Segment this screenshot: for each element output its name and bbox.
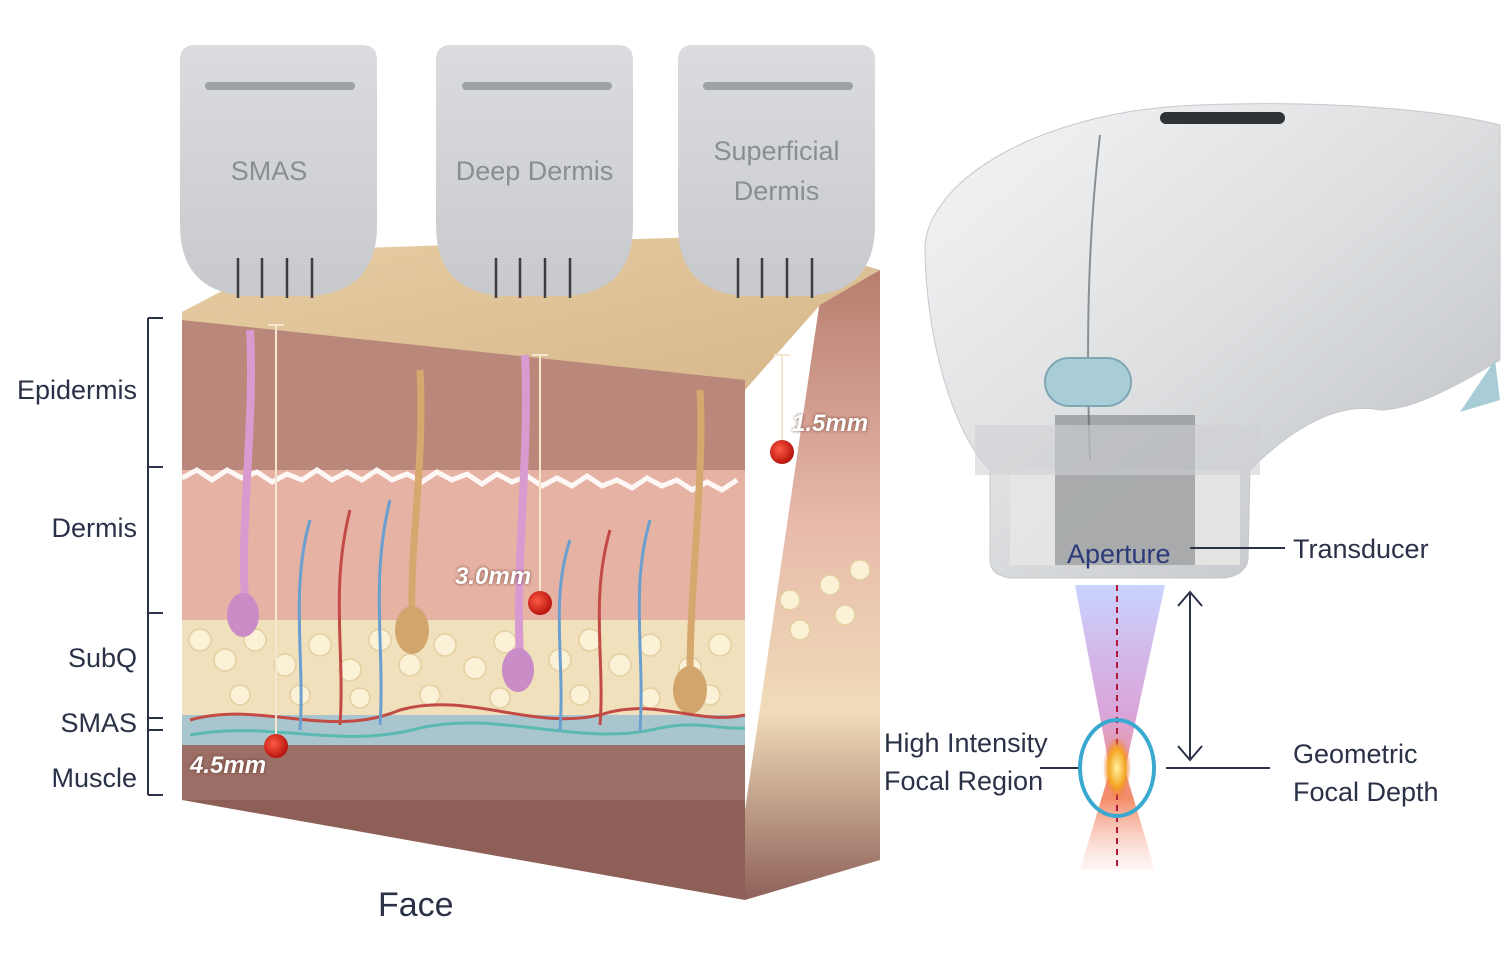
focal-region-ring: [1078, 718, 1156, 818]
probe-superficial-dermis: [678, 45, 875, 298]
probe-label-superficial-line1: Superficial: [713, 136, 840, 166]
layer-label-epidermis: Epidermis: [16, 375, 137, 405]
label-hifr-line1: High Intensity: [884, 728, 1048, 758]
skin-side-face: [745, 270, 880, 900]
layer-label-muscle: Muscle: [51, 763, 137, 793]
red-dot-icon: [528, 591, 552, 615]
red-dot-icon: [770, 440, 794, 464]
caption-face: Face: [378, 886, 454, 924]
device-button: [1044, 357, 1132, 407]
probe-label-deep-dermis: Deep Dermis: [455, 156, 614, 186]
layer-label-smas: SMAS: [60, 708, 137, 738]
leader-lines: [1040, 547, 1285, 769]
layer-label-dermis: Dermis: [51, 513, 138, 543]
depth-label-4-5mm: 4.5mm: [190, 752, 267, 779]
muscle-bottom: [182, 800, 745, 900]
label-gfd-line2: Focal Depth: [1293, 777, 1439, 807]
blood-vessels: [189, 499, 746, 738]
label-transducer: Transducer: [1293, 534, 1429, 564]
double-arrow-icon: [1177, 590, 1203, 762]
fat-cells: [188, 559, 871, 709]
hair-follicles: [227, 329, 707, 714]
probe-label-smas: SMAS: [230, 156, 308, 186]
red-dot-icon: [264, 734, 288, 758]
layer-label-subq: SubQ: [67, 643, 137, 673]
epidermis-band: [182, 320, 745, 470]
probe-smas: [180, 45, 377, 298]
probe-deep-dermis: [436, 45, 633, 298]
depth-label-3-0mm: 3.0mm: [455, 563, 532, 590]
label-gfd-line1: Geometric: [1293, 739, 1418, 769]
label-aperture: Aperture: [1067, 539, 1171, 569]
probe-label-superficial-line2: Dermis: [733, 176, 820, 206]
depth-markers: [264, 324, 794, 758]
label-hifr-line2: Focal Region: [884, 766, 1044, 796]
depth-label-1-5mm: 1.5mm: [792, 410, 869, 437]
dermal-junction-line: [180, 466, 739, 493]
bracket-icon: [147, 317, 163, 796]
hifu-handpiece: [924, 103, 1501, 579]
ultrasound-beam: [1075, 585, 1165, 870]
dermis-band: [182, 470, 745, 620]
